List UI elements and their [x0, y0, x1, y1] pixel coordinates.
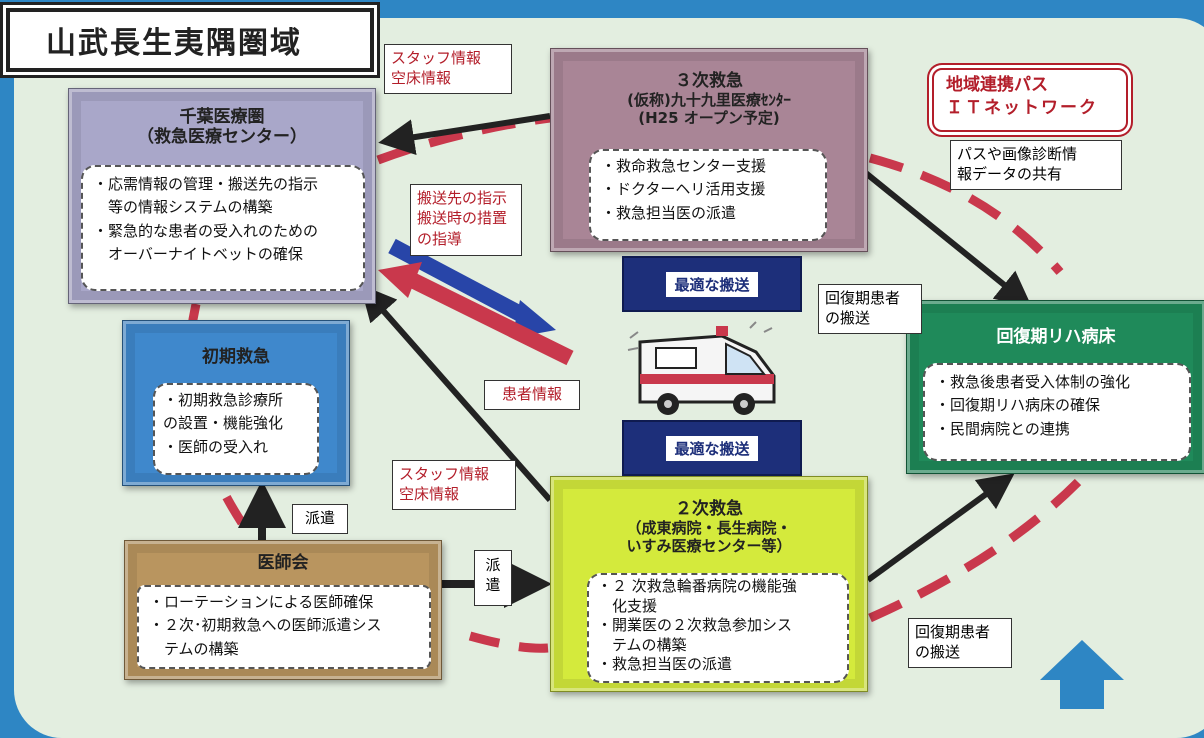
data-share-callout: パスや画像診断情報データの共有 [950, 140, 1122, 190]
dispatch-callout-vertical: 派遣 [292, 504, 348, 534]
optimal-transport-label-top: 最適な搬送 [622, 256, 802, 312]
rehab-transport-callout-upper: 回復期患者の搬送 [818, 284, 922, 334]
list-item: ・救急後患者受入体制の強化 [935, 373, 1131, 391]
list-item: ・救急担当医の派遣 [597, 655, 733, 673]
list-item: ・民間病院との連携 [935, 419, 1070, 438]
list-item: ・医師の受入れ [163, 437, 269, 456]
list-item: の設置・機能強化 [163, 414, 284, 433]
tertiary-list: ・救命救急センター支援 ・ドクターヘリ活用支援 ・救急担当医の派遣 [589, 149, 827, 241]
list-item: テムの構築 [597, 635, 687, 654]
primary-list: ・初期救急診療所 の設置・機能強化 ・医師の受入れ [153, 383, 319, 475]
route-dash-lowright [868, 478, 1082, 623]
rehab-list: ・救急後患者受入体制の強化 ・回復期リハ病床の確保 ・民間病院との連携 [923, 363, 1191, 461]
list-item: オーバーナイトベットの確保 [93, 244, 303, 263]
tertiary-title: ３次救急 (仮称)九十九里医療ｾﾝﾀｰ (H25 オープン予定) [627, 71, 791, 128]
list-item: ・ドクターヘリ活用支援 [601, 180, 766, 199]
staff-info-callout-bottom: スタッフ情報空床情報 [392, 460, 516, 510]
arrow-secondary-to-chiba [360, 284, 553, 502]
transport-instruction-arrow [388, 238, 556, 338]
list-item: ・回復期リハ病床の確保 [935, 396, 1101, 415]
list-item: ・応需情報の管理・搬送先の指示 [93, 175, 319, 193]
secondary-list: ・２ 次救急輪番病院の機能強 化支援 ・開業医の２次救急参加シス テムの構築 ・… [587, 573, 849, 683]
ishikai-title: 医師会 [257, 553, 309, 573]
list-item: ・緊急的な患者の受入れのための [93, 221, 319, 240]
staff-info-callout-top: スタッフ情報空床情報 [384, 44, 512, 94]
list-item: テムの構築 [149, 639, 239, 658]
inflow-arrow [1040, 640, 1124, 709]
dispatch-callout-horizontal: 派遣 [474, 550, 512, 606]
list-item: 等の情報システムの構築 [93, 198, 273, 217]
network-label: 地域連携パス ＩＴネットワーク [932, 68, 1128, 132]
arrow-tertiary-to-rehab [860, 167, 1033, 308]
optimal-transport-label-bottom: 最適な搬送 [622, 420, 802, 476]
rehab-transport-callout-lower: 回復期患者の搬送 [908, 618, 1012, 668]
tertiary-box: ３次救急 (仮称)九十九里医療ｾﾝﾀｰ (H25 オープン予定) ・救命救急セン… [550, 48, 868, 252]
route-dash-right [868, 153, 1064, 275]
list-item: ・救命救急センター支援 [601, 157, 767, 175]
ishikai-list: ・ローテーションによる医師確保 ・２次･初期救急への医師派遣シス テムの構築 [137, 585, 431, 669]
primary-box: 初期救急 ・初期救急診療所 の設置・機能強化 ・医師の受入れ [122, 320, 350, 486]
list-item: ・ローテーションによる医師確保 [149, 593, 374, 611]
route-dash-bottom [468, 631, 549, 653]
page-title: 山武長生夷隅圏域 [6, 8, 374, 72]
chiba-box: 千葉医療圏（救急医療センター） ・応需情報の管理・搬送先の指示 等の情報システム… [68, 88, 376, 304]
patient-info-arrow [378, 262, 574, 366]
list-item: 化支援 [597, 596, 658, 615]
ishikai-box: 医師会 ・ローテーションによる医師確保 ・２次･初期救急への医師派遣シス テムの… [124, 540, 442, 680]
list-item: ・２ 次救急輪番病院の機能強 [597, 577, 797, 595]
chiba-list: ・応需情報の管理・搬送先の指示 等の情報システムの構築 ・緊急的な患者の受入れの… [81, 165, 365, 291]
list-item: ・初期救急診療所 [163, 391, 284, 409]
patient-info-callout: 患者情報 [484, 380, 580, 410]
list-item: ・救急担当医の派遣 [601, 203, 737, 222]
arrow-secondary-to-rehab [866, 473, 1015, 583]
rehab-box: 回復期リハ病床 ・救急後患者受入体制の強化 ・回復期リハ病床の確保 ・民間病院と… [906, 300, 1204, 474]
transport-instruction-callout: 搬送先の指示搬送時の措置の指導 [410, 184, 522, 256]
list-item: ・２次･初期救急への医師派遣シス [149, 616, 382, 635]
secondary-box: ２次救急 （成東病院・長生病院・ いすみ医療センター等） ・２ 次救急輪番病院の… [550, 476, 868, 692]
secondary-title: ２次救急 （成東病院・長生病院・ いすみ医療センター等） [626, 499, 792, 556]
chiba-title: 千葉医療圏（救急医療センター） [137, 107, 307, 148]
arrow-tertiary-to-chiba [378, 113, 551, 156]
ambulance-icon [626, 318, 784, 418]
list-item: ・開業医の２次救急参加シス [597, 616, 793, 634]
rehab-title: 回復期リハ病床 [996, 327, 1116, 347]
primary-title: 初期救急 [202, 347, 270, 367]
